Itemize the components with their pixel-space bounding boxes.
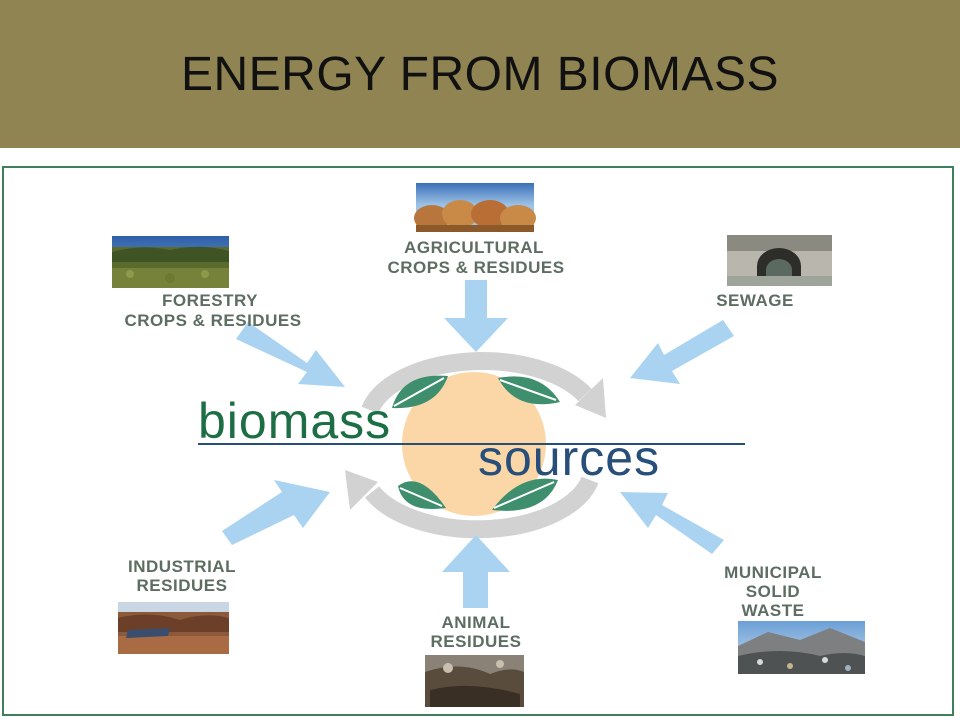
agricultural-label-line1: AGRICULTURAL (404, 238, 544, 257)
animal-residue-photo (425, 655, 524, 707)
cycle-arrow-top (361, 352, 592, 414)
source-sewage: SEWAGE (716, 235, 832, 310)
arrow-from-forestry (236, 322, 345, 387)
leaf-icon (492, 478, 558, 511)
forestry-label-line1: FORESTRY (162, 291, 258, 310)
sewage-pipe-photo (727, 235, 832, 286)
animal-label-line1: ANIMAL (441, 613, 510, 632)
forestry-label-line2: CROPS & RESIDUES (124, 311, 301, 330)
cycle-arrow-bottom (365, 476, 599, 539)
hay-bales-photo (414, 183, 536, 232)
arrow-from-municipal (620, 492, 724, 554)
sewage-label: SEWAGE (716, 291, 794, 310)
landfill-photo (738, 621, 865, 674)
center-cycle: biomass sources (198, 352, 745, 539)
forest-photo (112, 236, 229, 288)
source-forestry: FORESTRY CROPS & RESIDUES (112, 236, 301, 330)
center-word-sources: sources (478, 430, 660, 486)
leaf-icon (498, 376, 560, 405)
cycle-arrowhead-bottom (345, 470, 378, 510)
source-animal: ANIMAL RESIDUES (425, 613, 524, 707)
leaf-icon (398, 481, 446, 510)
source-agricultural: AGRICULTURAL CROPS & RESIDUES (387, 183, 564, 277)
source-industrial: INDUSTRIAL RESIDUES (118, 557, 236, 654)
arrow-from-agricultural (444, 280, 508, 352)
center-word-biomass: biomass (198, 393, 391, 449)
title-bar: ENERGY FROM BIOMASS (0, 0, 960, 148)
arrow-from-sewage (630, 320, 734, 384)
agricultural-label-line2: CROPS & RESIDUES (387, 258, 564, 277)
industrial-label-line1: INDUSTRIAL (128, 557, 236, 576)
industrial-label-line2: RESIDUES (137, 576, 228, 595)
municipal-label-line2: SOLID (746, 582, 800, 601)
municipal-label-line1: MUNICIPAL (724, 563, 822, 582)
slide-title: ENERGY FROM BIOMASS (180, 47, 780, 101)
leaf-icon (392, 375, 448, 409)
animal-label-line2: RESIDUES (431, 632, 522, 651)
arrow-from-industrial (222, 480, 330, 545)
cycle-arrowhead-top (575, 378, 606, 418)
industrial-residue-photo (118, 602, 229, 654)
municipal-label-line3: WASTE (742, 601, 805, 620)
arrow-from-animal (442, 535, 510, 608)
source-municipal: MUNICIPAL SOLID WASTE (724, 563, 865, 674)
